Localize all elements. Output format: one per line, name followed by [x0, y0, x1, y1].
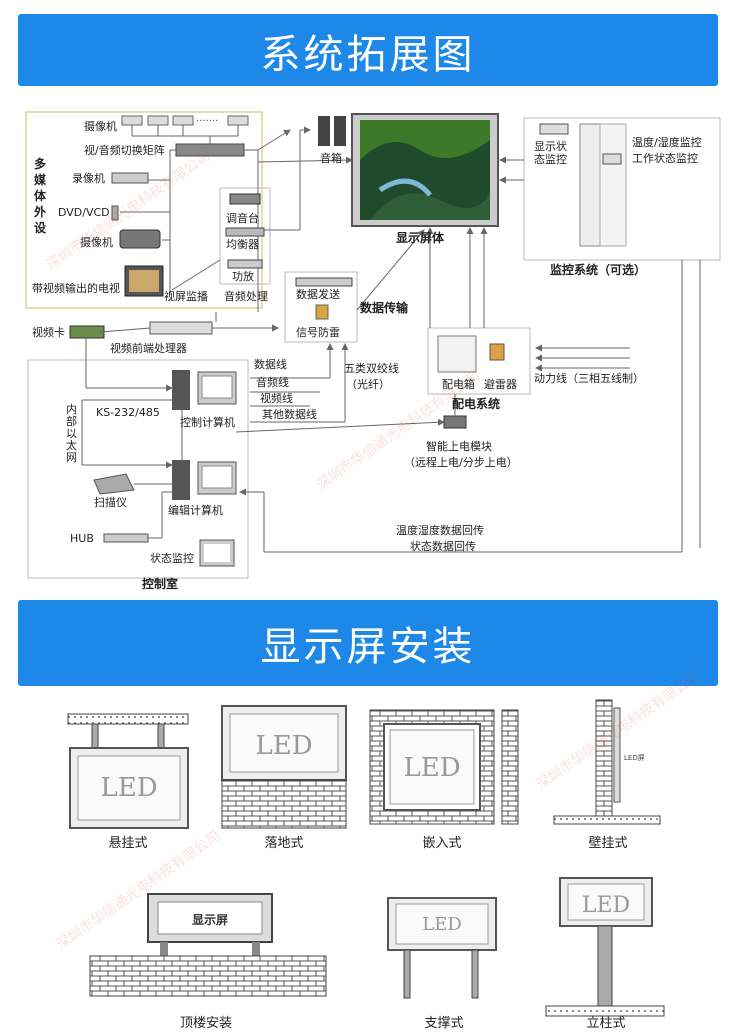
label-monitor-view: 视屏监播 [164, 290, 208, 303]
header-banner-installation: 显示屏安装 [18, 600, 718, 686]
label-ethernet: 内 部 以 太 网 [66, 403, 77, 464]
label-audio-section: 音频处理 [224, 290, 268, 303]
label-amp: 功放 [232, 270, 254, 283]
svg-text:·······: ······· [196, 116, 218, 127]
power-title: 配电系统 [452, 397, 501, 411]
data-tx-box [284, 271, 358, 343]
label-line-other: 其他数据线 [262, 408, 317, 421]
label-scanner: 扫描仪 [94, 496, 127, 509]
label-line-audio: 音频线 [256, 376, 289, 389]
screen-text-pillar: LED [582, 893, 630, 918]
peripheral-box [25, 111, 263, 309]
label-line-data: 数据线 [254, 358, 287, 371]
label-mixer: 调音台 [226, 212, 259, 225]
installation-illustrations: LED LED LED LED屏 显示屏 LED [67, 699, 665, 1017]
label-control-pc: 控制计算机 [180, 416, 235, 429]
label-line-video: 视频线 [260, 392, 293, 405]
label-display-status: 显示状 态监控 [534, 140, 567, 166]
label-hub: HUB [70, 532, 94, 545]
label-tv: 带视频输出的电视 [32, 282, 120, 295]
label-power-module-sub: （远程上电/分步上电） [404, 456, 518, 469]
label-eq: 均衡器 [226, 238, 259, 251]
screen-text-support: LED [422, 914, 462, 935]
control-room-title: 控制室 [142, 577, 179, 591]
label-status-monitor: 状态监控 [150, 552, 194, 565]
install-embedded: LED [369, 709, 519, 825]
screen-text-hanging: LED [100, 773, 157, 803]
caption-embedded: 嵌入式 [422, 836, 462, 851]
label-twisted-pair: 五类双绞线 [344, 362, 399, 375]
header-banner-topology: 系统拓展图 [18, 14, 718, 86]
label-data-send: 数据发送 [296, 288, 340, 301]
audio-box [219, 187, 271, 285]
label-matrix: 视/音频切换矩阵 [84, 144, 165, 157]
screen-text-rooftop: 显示屏 [192, 913, 228, 927]
label-camera2: 摄像机 [80, 236, 113, 249]
label-edit-pc: 编辑计算机 [168, 504, 223, 517]
label-recorder: 录像机 [72, 172, 105, 185]
label-feedback-2: 状态数据回传 [410, 540, 476, 553]
label-power-module: 智能上电模块 [426, 440, 492, 453]
label-power-box: 配电箱 [442, 378, 475, 391]
install-wall: LED屏 [553, 699, 661, 825]
caption-floor: 落地式 [264, 836, 304, 851]
caption-pillar: 立柱式 [586, 1016, 626, 1031]
label-camera-top: 摄像机 [84, 120, 117, 133]
install-hanging: LED [67, 713, 189, 829]
label-dvd: DVD/VCD [58, 206, 110, 219]
monitoring-box [523, 117, 721, 261]
label-arrester: 避雷器 [484, 378, 517, 391]
label-temp-humidity: 温度/湿度监控 [632, 136, 702, 149]
banner2-title: 显示屏安装 [260, 624, 476, 670]
control-room-box [27, 359, 249, 579]
screen-text-floor: LED [255, 731, 312, 761]
label-feedback-1: 温度湿度数据回传 [396, 524, 484, 537]
label-speaker: 音箱 [320, 152, 342, 165]
label-video-card: 视频卡 [32, 326, 65, 339]
install-support: LED [387, 897, 497, 999]
caption-hanging: 悬挂式 [108, 836, 148, 851]
diagram-lines: ······· [25, 111, 721, 579]
install-rooftop: 显示屏 [89, 893, 327, 997]
caption-wall: 壁挂式 [588, 836, 628, 851]
data-tx-title: 数据传输 [360, 301, 409, 315]
install-pillar: LED [545, 877, 665, 1017]
monitoring-title: 监控系统（可选） [550, 263, 647, 277]
label-fiber: （光纤） [346, 378, 390, 391]
peripherals-title: 多媒体外设 [34, 157, 47, 235]
screen-text-wall: LED屏 [624, 754, 645, 762]
label-lightning: 信号防雷 [296, 326, 340, 339]
banner-title: 系统拓展图 [260, 32, 476, 78]
screen-text-embedded: LED [403, 753, 460, 783]
label-processor: 视频前端处理器 [110, 342, 187, 355]
power-box [427, 327, 531, 395]
install-floor: LED [221, 705, 347, 829]
label-display-body: 显示屏体 [396, 231, 445, 245]
system-topology-diagram: ······· [0, 100, 750, 595]
label-power-line: 动力线（三相五线制） [534, 372, 644, 385]
label-work-status: 工作状态监控 [632, 152, 698, 165]
caption-support: 支撑式 [424, 1016, 464, 1031]
label-ks: KS-232/485 [96, 406, 160, 419]
caption-rooftop: 顶楼安装 [179, 1016, 232, 1031]
